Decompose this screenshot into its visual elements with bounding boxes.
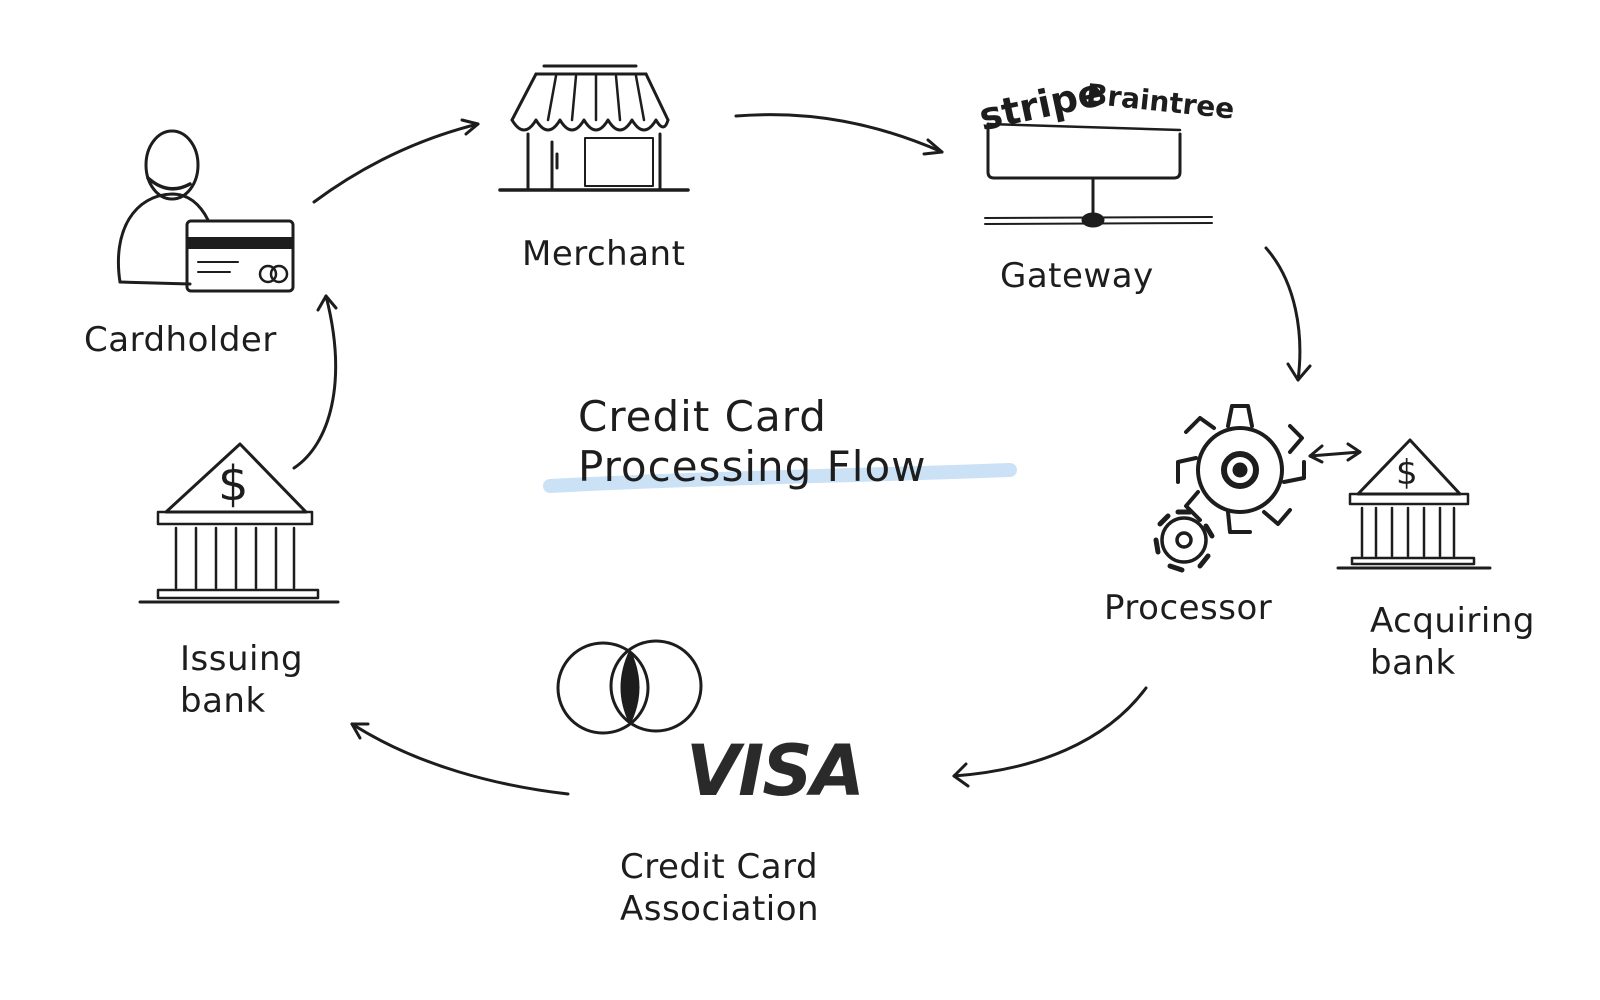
arrow-issuing-bank-to-cardholder <box>292 294 337 470</box>
acquiring-bank-label-line1: Acquiring <box>1370 601 1535 641</box>
title-highlight <box>543 463 1017 493</box>
arrow-processor-acquiring-bank <box>1308 450 1362 458</box>
svg-text:$: $ <box>218 456 249 512</box>
issuing-bank-label: Issuing bank <box>180 638 303 722</box>
storefront-icon <box>498 64 690 192</box>
cardholder-label: Cardholder <box>84 320 277 360</box>
arrow-gateway-to-processor <box>1264 246 1302 382</box>
association-label: Credit Card Association <box>620 846 819 930</box>
diagram-title-line2: Processing Flow <box>578 442 927 491</box>
svg-text:$: $ <box>1396 453 1418 493</box>
acquiring-bank-label-line2: bank <box>1370 643 1456 683</box>
visa-logo: VISA <box>686 730 863 812</box>
gears-icon <box>1153 404 1306 573</box>
diagram-title-line1: Credit Card <box>578 392 827 441</box>
issuing-bank-icon: $ <box>138 442 340 604</box>
association-label-line2: Association <box>620 889 820 929</box>
cardholder-icon <box>117 129 295 293</box>
acquiring-bank-label: Acquiring bank <box>1370 600 1535 684</box>
flow-arrows <box>292 113 1362 796</box>
arrow-processor-to-association <box>952 686 1148 778</box>
gateway-label: Gateway <box>1000 256 1154 296</box>
issuing-bank-label-line2: bank <box>180 681 266 721</box>
arrow-association-to-issuing-bank <box>350 722 570 796</box>
processor-label: Processor <box>1104 588 1273 628</box>
arrow-cardholder-to-merchant <box>312 122 480 204</box>
arrow-merchant-to-gateway <box>734 113 944 154</box>
merchant-label: Merchant <box>522 234 686 274</box>
diagram-title: Credit Card Processing Flow <box>578 392 927 492</box>
svg-text:Braintree: Braintree <box>1085 77 1236 125</box>
issuing-bank-label-line1: Issuing <box>180 639 304 679</box>
card-network-icon <box>556 639 703 735</box>
gateway-sign-icon: stripe Braintree <box>975 70 1236 228</box>
association-label-line1: Credit Card <box>620 847 819 887</box>
acquiring-bank-icon: $ <box>1336 438 1492 570</box>
